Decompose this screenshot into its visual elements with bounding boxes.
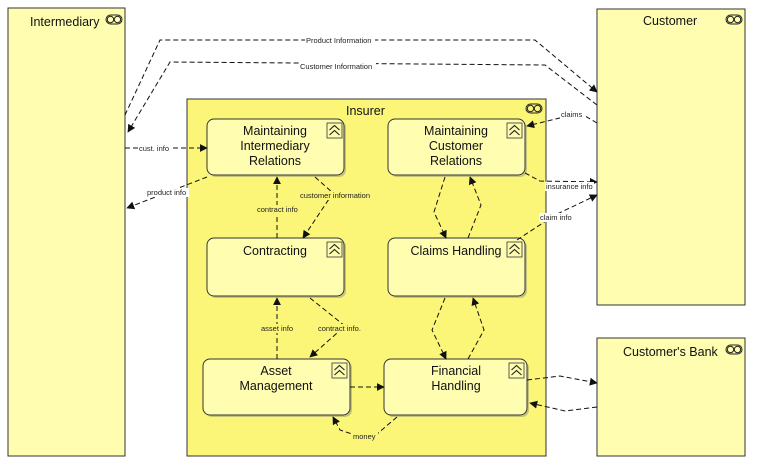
process-financial-handling[interactable]: Financial Handling <box>383 358 529 417</box>
process-claims-handling[interactable]: Claims Handling <box>387 237 527 298</box>
actor-icon <box>725 14 743 25</box>
flow-labels: Product Information Customer Information… <box>138 36 594 441</box>
process-title-line: Customer <box>429 139 483 153</box>
flow-product-information[interactable] <box>124 39 598 116</box>
process-title-line: Claims Handling <box>410 244 501 258</box>
process-title-line: Asset <box>260 364 292 378</box>
flow-mcr-to-claims[interactable] <box>433 176 447 239</box>
flow-financial-to-bank[interactable] <box>526 375 598 386</box>
flow-label-claim-info: claim info <box>540 213 572 222</box>
actor-insurer-label: Insurer <box>346 104 385 118</box>
process-title-line: Contracting <box>243 244 307 258</box>
flow-label-asset-info: asset info <box>261 324 293 333</box>
process-title-line: Handling <box>431 379 480 393</box>
process-title-line: Financial <box>431 364 481 378</box>
flow-label-insurance-info: insurance info <box>546 182 593 191</box>
process-icon <box>331 362 348 379</box>
process-icon <box>508 362 525 379</box>
flow-label-claims: claims <box>561 110 583 119</box>
process-title-line: Relations <box>430 154 482 168</box>
flow-bank-to-financial[interactable] <box>529 400 598 412</box>
flow-insurance-info[interactable] <box>524 172 598 186</box>
actor-customer[interactable]: Customer <box>596 8 746 306</box>
process-title-line: Management <box>240 379 313 393</box>
flow-label-customer-information: customer information <box>300 191 370 200</box>
flow-label-contract-info: contract info <box>257 205 298 214</box>
actor-customers-bank-label: Customer's Bank <box>623 345 719 359</box>
actor-icon <box>105 14 123 25</box>
flow-label-money: money <box>353 432 376 441</box>
process-maintaining-intermediary-relations[interactable]: Maintaining Intermediary Relations <box>206 118 346 177</box>
process-maintaining-customer-relations[interactable]: Maintaining Customer Relations <box>387 118 527 177</box>
flow-claim-info[interactable] <box>516 194 598 241</box>
flow-label-product-information: Product Information <box>306 36 371 45</box>
flow-label-customer-information-top: Customer Information <box>300 62 372 71</box>
flow-claims-to-mcr[interactable] <box>467 176 482 239</box>
actor-intermediary[interactable]: Intermediary <box>7 7 126 457</box>
actor-icon <box>525 103 543 114</box>
process-title-line: Maintaining <box>424 124 488 138</box>
actor-customer-label: Customer <box>643 14 697 28</box>
process-contracting[interactable]: Contracting <box>206 237 346 298</box>
process-title-line: Intermediary <box>240 139 310 153</box>
flow-label-product-info: product info <box>147 188 186 197</box>
flow-financial-to-claims[interactable] <box>467 297 485 360</box>
process-icon <box>326 241 343 258</box>
actor-customers-bank[interactable]: Customer's Bank <box>596 337 746 457</box>
process-title-line: Maintaining <box>243 124 307 138</box>
process-title-line: Relations <box>249 154 301 168</box>
flow-label-cust-info: cust. info <box>139 144 169 153</box>
actor-icon <box>725 344 743 355</box>
process-icon <box>326 122 343 139</box>
process-icon <box>506 122 523 139</box>
flow-customer-information-top[interactable] <box>127 61 598 133</box>
process-icon <box>506 241 523 258</box>
flow-claims-to-financial[interactable] <box>431 297 447 360</box>
process-asset-management[interactable]: Asset Management <box>202 358 352 417</box>
actor-intermediary-label: Intermediary <box>30 15 100 29</box>
flow-label-contract-info-2: contract info. <box>318 324 361 333</box>
